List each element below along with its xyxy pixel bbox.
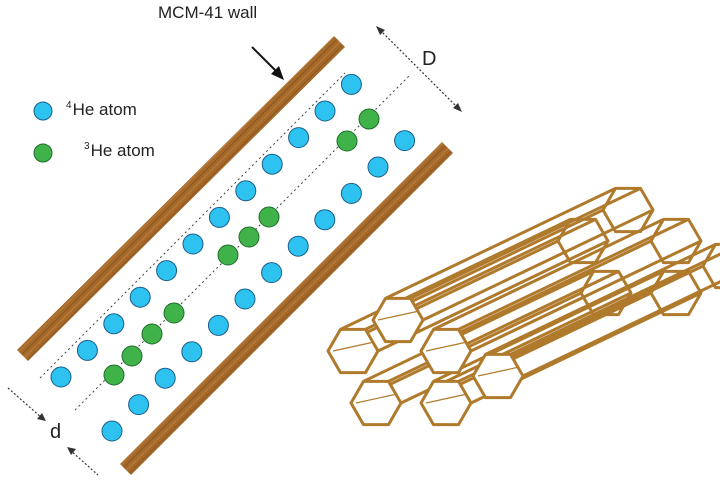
helium-atoms (50, 73, 416, 442)
he3-atom (121, 345, 143, 367)
he4-mass-number: 4 (66, 100, 72, 112)
he3-atom (258, 206, 280, 228)
hex-inner-line (425, 341, 467, 352)
he4-atom (261, 262, 283, 284)
he4-atom (340, 73, 362, 95)
he4-atom (103, 313, 125, 335)
he4-atom (340, 182, 362, 204)
legend-he4-atom (33, 101, 53, 121)
pore-boundary-upper (39, 72, 346, 379)
he4-atom (235, 180, 257, 202)
he3-atom (141, 323, 163, 345)
he4-atom (207, 314, 229, 336)
hex-channel-face (471, 352, 525, 400)
legend-he3-atom (33, 143, 53, 163)
he3-atom (103, 364, 125, 386)
big-d-label: D (422, 48, 437, 70)
hex-channel-extrusion (372, 186, 655, 322)
hex-channel-extrusion (350, 269, 633, 405)
he3-atom (336, 130, 358, 152)
he4-atom (101, 420, 123, 442)
he4-atom (128, 394, 150, 416)
hex-channel-extrusion (420, 217, 703, 353)
he4-atom (261, 153, 283, 175)
wall-pointer-arrow (251, 46, 284, 80)
he3-atom (217, 244, 239, 266)
he3-text: He atom (90, 141, 155, 160)
he4-atom (314, 209, 336, 231)
he3-atom (358, 108, 380, 130)
he4-text: He atom (72, 100, 137, 119)
he4-atom (234, 288, 256, 310)
he4-atom (129, 286, 151, 308)
he3-mass-number: 3 (84, 141, 90, 153)
legend-he3-label: 3He atom (84, 141, 155, 161)
he4-atom (182, 233, 204, 255)
he4-atom (287, 235, 309, 257)
he3-atom (163, 302, 185, 324)
hexagonal-pore-bundle (326, 186, 720, 427)
he4-atom (367, 156, 389, 178)
hex-inner-line (377, 310, 419, 321)
hex-inner-line (332, 341, 374, 352)
hex-channel-face (326, 327, 380, 375)
he4-atom (394, 130, 416, 152)
pore-diameter-d-dimension (7, 387, 99, 476)
he4-atom (154, 367, 176, 389)
hex-channel-extrusion (472, 242, 720, 378)
hex-inner-line (425, 393, 467, 404)
he4-atom (208, 206, 230, 228)
he4-atom (181, 341, 203, 363)
he4-atom (288, 127, 310, 149)
pore-diameter-D-dimension (376, 26, 462, 112)
he4-atom (50, 366, 72, 388)
he3-atom (238, 226, 260, 248)
hex-channel-face (371, 296, 425, 344)
wall-label: MCM-41 wall (158, 3, 258, 22)
hex-channel-face (349, 379, 403, 427)
lower-wall (120, 142, 453, 475)
he4-atom (76, 339, 98, 361)
hex-inner-line (355, 393, 397, 404)
hex-channel-extrusion (327, 217, 610, 353)
small-d-label: d (50, 421, 62, 443)
hex-inner-line (477, 366, 519, 377)
upper-wall (17, 36, 345, 361)
legend-he4-label: 4He atom (66, 100, 137, 120)
he4-atom (156, 260, 178, 282)
hex-channel-face (419, 327, 473, 375)
he4-atom (314, 100, 336, 122)
hex-channel-face (419, 379, 473, 427)
